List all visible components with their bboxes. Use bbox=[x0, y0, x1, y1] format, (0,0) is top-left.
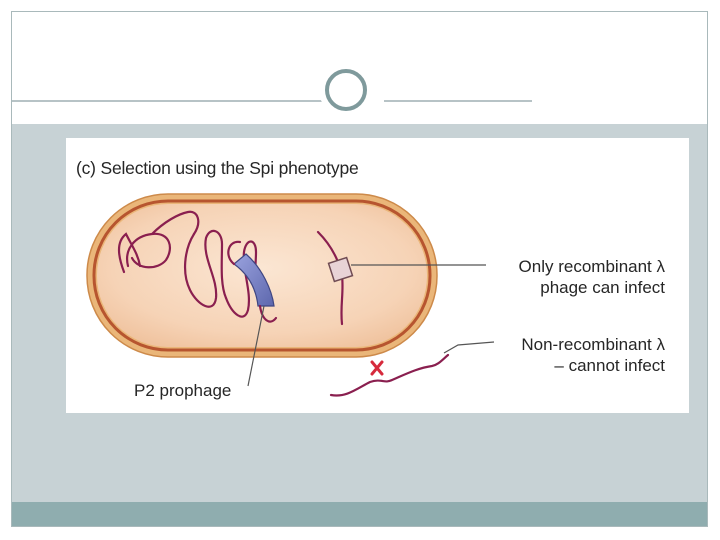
cell-wall-inner bbox=[92, 199, 432, 352]
label-line: – cannot infect bbox=[554, 356, 665, 375]
header-rule-right bbox=[384, 100, 532, 102]
label-line: phage can infect bbox=[540, 278, 665, 297]
label-line: Non-recombinant λ bbox=[521, 335, 665, 354]
host-chromosome-strand bbox=[184, 229, 228, 308]
figure-title: (c) Selection using the Spi phenotype bbox=[76, 158, 359, 178]
prophage-flanking-strand bbox=[227, 240, 242, 266]
leader-line-non-recombinant bbox=[443, 341, 495, 354]
label-only-recombinant: Only recombinant λ phage can infect bbox=[519, 256, 665, 298]
label-line: Only recombinant λ bbox=[518, 257, 665, 276]
header-rule-left bbox=[12, 100, 334, 102]
p2-prophage bbox=[233, 253, 275, 307]
slide-footer-bar bbox=[12, 502, 707, 526]
spi-selection-diagram bbox=[86, 193, 495, 397]
label-p2-prophage: P2 prophage bbox=[134, 381, 232, 400]
recombinant-lambda-dna bbox=[316, 230, 340, 264]
label-non-recombinant: Non-recombinant λ – cannot infect bbox=[521, 334, 665, 376]
reject-cross-mark bbox=[370, 360, 384, 376]
leader-line-p2 bbox=[247, 305, 265, 387]
host-chromosome-strand bbox=[117, 232, 142, 274]
title-ornament-circle bbox=[325, 69, 367, 111]
figure-panel: (c) Selection using the Spi phenotype On… bbox=[66, 138, 689, 413]
recombinant-lambda-dna bbox=[340, 274, 344, 326]
insert-box bbox=[327, 256, 354, 283]
prophage-flanking-strand bbox=[258, 304, 278, 323]
non-recombinant-lambda-dna bbox=[329, 353, 450, 397]
